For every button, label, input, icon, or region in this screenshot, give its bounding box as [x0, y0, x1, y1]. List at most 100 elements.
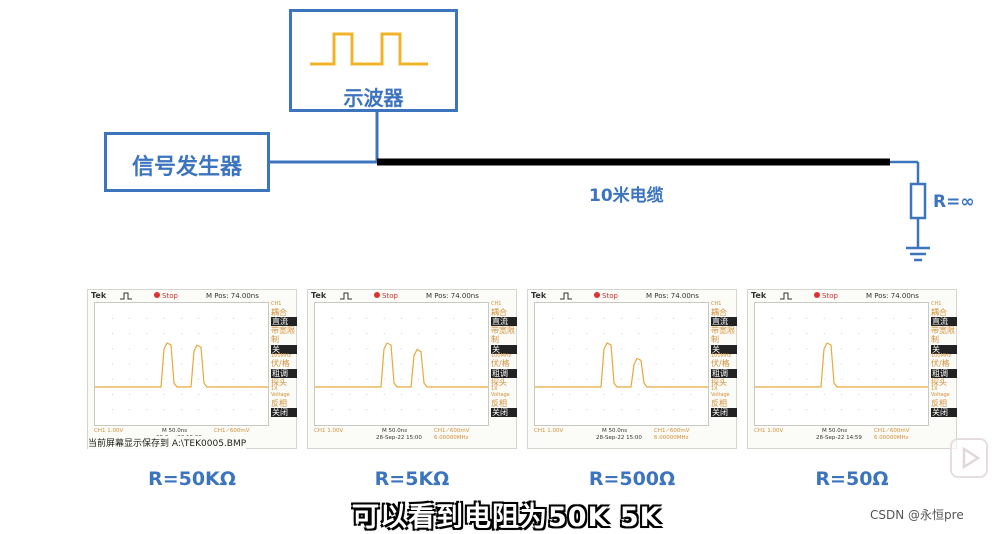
scope-trigger: CH1 ⁄ 600mV: [654, 428, 690, 434]
scope-date: 28-Sep-22 15:00: [376, 435, 422, 441]
scope-menu-item: 关闭: [491, 408, 517, 417]
scope-ch1-scale: CH1 1.00V: [94, 428, 123, 434]
scope-menu-item: 伏/格: [271, 359, 297, 368]
resistance-caption: R=500Ω: [532, 468, 732, 490]
scope-screen: Tek Stop M Pos: 74.00ns CH1耦合直流带宽限制关100M…: [307, 289, 517, 449]
scope-freq: 6.00000MHz: [874, 435, 909, 441]
cable-label: 10米电缆: [589, 181, 664, 206]
scope-trigger: CH1 ⁄ 600mV: [434, 428, 470, 434]
scope-ch1-scale: CH1 1.00V: [534, 428, 563, 434]
scope-grid: [535, 303, 708, 425]
ground-icon: [906, 248, 930, 260]
scope-date: 28-Sep-22 14:59: [816, 435, 862, 441]
scope-menu-item: 带宽限制: [711, 326, 737, 344]
scope-menu-item: 耦合: [931, 308, 957, 317]
scope-grid: [755, 303, 928, 425]
trigger-icon: [340, 292, 354, 300]
scope-ch1-scale: CH1 1.00V: [314, 428, 343, 434]
scope-menu-item: 反相: [271, 399, 297, 408]
scope-menu-item: 直流: [931, 317, 957, 326]
terminator-label: R=∞: [933, 192, 975, 212]
scope-bottom-info: CH1 1.00V M 50.0ns CH1 ⁄ 600mV 28-Sep-22…: [312, 427, 490, 449]
scope-menu-item: 伏/格: [931, 359, 957, 368]
video-subtitle: 可以看到电阻为50K 5K: [352, 495, 662, 534]
scope-brand: Tek: [531, 291, 546, 300]
scope-menu-item: 粗调: [271, 369, 297, 378]
scope-time-scale: M 50.0ns: [162, 428, 187, 434]
scope-menu-item: 耦合: [271, 308, 297, 317]
stop-indicator-icon: [374, 292, 380, 298]
scope-screen: Tek Stop M Pos: 74.00ns CH1耦合直流带宽限制关100M…: [87, 289, 297, 449]
scope-menu-item: 粗调: [491, 369, 517, 378]
scope-grid: [95, 303, 268, 425]
play-button[interactable]: [950, 438, 988, 478]
scope-mpos: M Pos: 74.00ns: [206, 292, 259, 300]
resistor-symbol: [911, 184, 925, 218]
resistance-caption: R=50KΩ: [92, 468, 292, 490]
scope-brand: Tek: [91, 291, 106, 300]
scope-menu-item: 粗调: [711, 369, 737, 378]
scope-grid: [315, 303, 488, 425]
scope-trace: [95, 343, 268, 387]
scope-brand: Tek: [751, 291, 766, 300]
scope-menu-item: 耦合: [491, 308, 517, 317]
stop-indicator-icon: [814, 292, 820, 298]
scope-time-scale: M 50.0ns: [382, 428, 407, 434]
scope-trace: [755, 343, 928, 387]
scope-trigger: CH1 ⁄ 600mV: [214, 428, 250, 434]
scope-plot: [94, 302, 269, 426]
resistance-caption: R=5KΩ: [312, 468, 512, 490]
scope-menu-item: 耦合: [711, 308, 737, 317]
trigger-icon: [120, 292, 134, 300]
scope-menu-item: 关闭: [931, 408, 957, 417]
scope-menu-item: 反相: [931, 399, 957, 408]
scope-ch1-scale: CH1 1.00V: [754, 428, 783, 434]
trigger-icon: [780, 292, 794, 300]
scope-menu-item: 关闭: [271, 408, 297, 417]
scope-status: Stop: [822, 292, 838, 300]
scope-menu-item: 带宽限制: [931, 326, 957, 344]
scope-mpos: M Pos: 74.00ns: [426, 292, 479, 300]
scope-menu-item: 直流: [271, 317, 297, 326]
scope-time-scale: M 50.0ns: [822, 428, 847, 434]
play-icon: [952, 440, 986, 476]
scope-menu-item: 直流: [711, 317, 737, 326]
scope-menu-item: 带宽限制: [491, 326, 517, 344]
watermark: CSDN @永恒pre: [870, 506, 964, 523]
scope-menu-item: 直流: [491, 317, 517, 326]
scope-trace: [315, 343, 488, 387]
scope-menu-item: 伏/格: [711, 359, 737, 368]
scope-mpos: M Pos: 74.00ns: [646, 292, 699, 300]
scope-bottom-info: CH1 1.00V M 50.0ns CH1 ⁄ 600mV 28-Sep-22…: [532, 427, 710, 449]
scope-time-scale: M 50.0ns: [602, 428, 627, 434]
scope-status: Stop: [602, 292, 618, 300]
scope-status: Stop: [162, 292, 178, 300]
resistance-caption: R=50Ω: [752, 468, 952, 490]
scope-menu-item: 带宽限制: [271, 326, 297, 344]
scope-trace: [535, 343, 708, 387]
scope-freq: 6.00000MHz: [654, 435, 689, 441]
scope-menu-item: 伏/格: [491, 359, 517, 368]
circuit-wires: [0, 0, 992, 280]
scope-trigger: CH1 ⁄ 600mV: [874, 428, 910, 434]
scope-screen: Tek Stop M Pos: 74.00ns CH1耦合直流带宽限制关100M…: [527, 289, 737, 449]
scope-status: Stop: [382, 292, 398, 300]
scope-plot: [314, 302, 489, 426]
scope-freq: 6.00000MHz: [434, 435, 469, 441]
trigger-icon: [560, 292, 574, 300]
scope-menu-item: 关闭: [711, 408, 737, 417]
scope-brand: Tek: [311, 291, 326, 300]
scope-save-message: 当前屏幕显示保存到 A:\TEK0005.BMP: [88, 436, 246, 449]
scope-bottom-info: CH1 1.00V M 50.0ns CH1 ⁄ 600mV 28-Sep-22…: [752, 427, 930, 449]
scope-menu-item: 粗调: [931, 369, 957, 378]
scope-menu-item: 反相: [491, 399, 517, 408]
scope-date: 28-Sep-22 15:00: [596, 435, 642, 441]
scope-menu-item: 反相: [711, 399, 737, 408]
stop-indicator-icon: [594, 292, 600, 298]
scope-mpos: M Pos: 74.00ns: [866, 292, 919, 300]
